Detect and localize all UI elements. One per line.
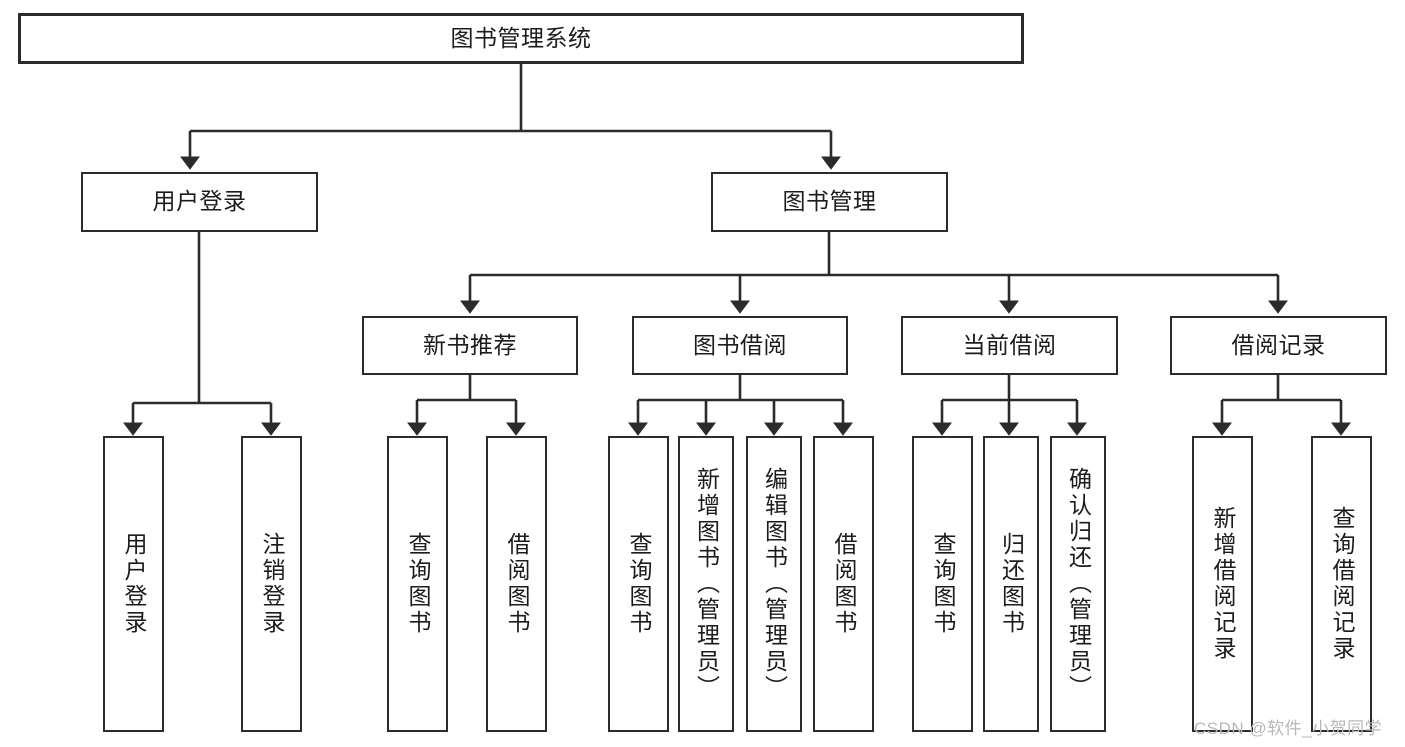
node-user-login[interactable]: 用户登录	[81, 172, 318, 232]
node-leaf-confirm-return-admin[interactable]: 确认归还（管理员）	[1050, 436, 1106, 732]
node-book-management-label: 图书管理	[782, 188, 877, 215]
node-current-borrow-label: 当前借阅	[962, 331, 1057, 358]
node-leaf-query-book-current-label: 查询图书	[929, 532, 956, 636]
node-leaf-return-book-label: 归还图书	[998, 532, 1025, 636]
node-borrow-record[interactable]: 借阅记录	[1170, 316, 1387, 375]
node-leaf-query-book-borrow[interactable]: 查询图书	[608, 436, 669, 732]
node-leaf-add-book-admin-label: 新增图书（管理员）	[693, 467, 720, 701]
node-leaf-user-login[interactable]: 用户登录	[103, 436, 164, 732]
node-new-book-recommend[interactable]: 新书推荐	[362, 316, 578, 375]
node-leaf-borrow-book-recommend[interactable]: 借阅图书	[486, 436, 547, 732]
node-leaf-add-book-admin[interactable]: 新增图书（管理员）	[678, 436, 734, 732]
node-current-borrow[interactable]: 当前借阅	[901, 316, 1118, 375]
node-leaf-add-borrow-record-label: 新增借阅记录	[1209, 506, 1236, 662]
node-book-management[interactable]: 图书管理	[711, 172, 948, 232]
node-leaf-query-book-recommend-label: 查询图书	[404, 532, 431, 636]
node-leaf-edit-book-admin-label: 编辑图书（管理员）	[761, 467, 788, 701]
node-leaf-query-book-current[interactable]: 查询图书	[912, 436, 973, 732]
node-leaf-add-borrow-record[interactable]: 新增借阅记录	[1192, 436, 1253, 732]
node-leaf-user-login-label: 用户登录	[120, 532, 147, 636]
node-leaf-borrow-book-borrow[interactable]: 借阅图书	[813, 436, 874, 732]
node-book-borrow[interactable]: 图书借阅	[632, 316, 848, 375]
node-borrow-record-label: 借阅记录	[1231, 331, 1326, 358]
node-leaf-query-book-borrow-label: 查询图书	[625, 532, 652, 636]
node-leaf-edit-book-admin[interactable]: 编辑图书（管理员）	[746, 436, 802, 732]
node-root-label: 图书管理系统	[450, 24, 592, 51]
node-root-book-management-system[interactable]: 图书管理系统	[18, 13, 1024, 64]
node-book-borrow-label: 图书借阅	[693, 331, 787, 358]
node-leaf-borrow-book-borrow-label: 借阅图书	[830, 532, 857, 636]
node-leaf-logout[interactable]: 注销登录	[241, 436, 302, 732]
node-user-login-label: 用户登录	[152, 188, 247, 215]
node-leaf-confirm-return-admin-label: 确认归还（管理员）	[1065, 467, 1092, 701]
node-leaf-query-book-recommend[interactable]: 查询图书	[387, 436, 448, 732]
node-leaf-query-borrow-record[interactable]: 查询借阅记录	[1311, 436, 1372, 732]
node-leaf-query-borrow-record-label: 查询借阅记录	[1328, 506, 1355, 662]
node-new-book-recommend-label: 新书推荐	[423, 331, 517, 358]
csdn-watermark: CSDN @软件_小贺同学	[1194, 719, 1383, 738]
node-leaf-logout-label: 注销登录	[258, 532, 285, 636]
node-leaf-borrow-book-recommend-label: 借阅图书	[503, 532, 530, 636]
node-leaf-return-book[interactable]: 归还图书	[983, 436, 1039, 732]
